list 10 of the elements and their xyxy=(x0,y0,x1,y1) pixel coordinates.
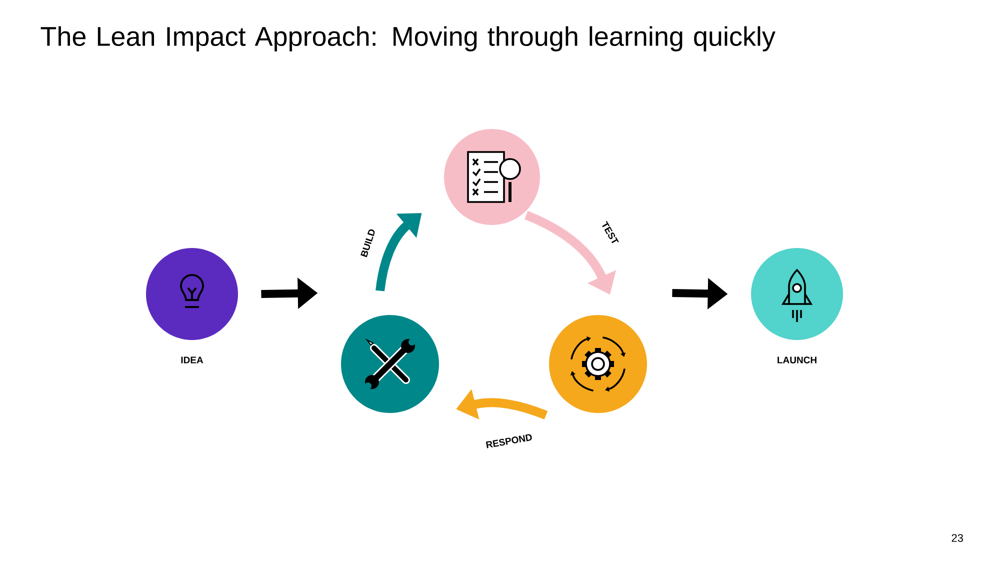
circle-node xyxy=(341,315,439,413)
edge-label: RESPOND xyxy=(486,434,532,448)
node-caption: LAUNCH xyxy=(778,356,816,364)
circle-node xyxy=(751,248,844,340)
slide-title: The Lean Impact Approach: Moving through learning quickly xyxy=(40,26,776,52)
edge-label: BUILD xyxy=(360,229,375,258)
circle-node xyxy=(146,248,238,340)
page-number: 23 xyxy=(952,534,963,542)
circle-node xyxy=(549,315,647,413)
node-caption: IDEA xyxy=(181,356,204,364)
